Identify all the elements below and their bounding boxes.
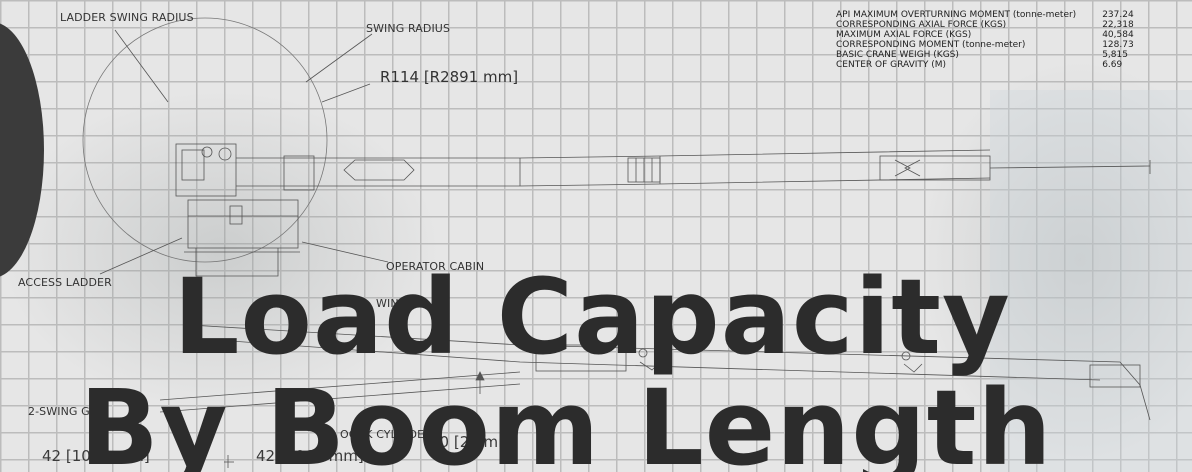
spec-label: BASIC CRANE WEIGH (KGS) [836, 50, 959, 60]
swing-gear-label: 2-SWING GEA [28, 405, 105, 418]
spec-label: CORRESPONDING MOMENT (tonne-meter) [836, 40, 1026, 50]
upper-boom [175, 143, 1151, 197]
leader-lines [99, 29, 389, 275]
spec-row: API MAXIMUM OVERTURNING MOMENT (tonne-me… [836, 10, 1134, 20]
dimension-center-label: 42 [1067 mm] [256, 447, 364, 465]
operator-cabin-label: OPERATOR CABIN [386, 260, 485, 273]
title-line-1: Load Capacity [173, 256, 1011, 378]
spec-row: CENTER OF GRAVITY (M) 6.69 [836, 60, 1134, 70]
radius-value-label: R114 [R2891 mm] [380, 68, 519, 86]
spec-value: 22,318 [1102, 20, 1134, 30]
spec-value: 6.69 [1102, 60, 1123, 70]
swing-radius-circle [82, 17, 328, 263]
partial-dimension-label: 90 [22 mm] [430, 433, 519, 451]
spec-label: MAXIMUM AXIAL FORCE (KGS) [836, 30, 972, 40]
spec-value: 40,584 [1102, 30, 1134, 40]
spec-label: API MAXIMUM OVERTURNING MOMENT (tonne-me… [836, 10, 1077, 20]
shadow-right [920, 60, 1192, 460]
boom-cylinder-label: OOCK CYLINDE [340, 428, 425, 441]
spec-row: CORRESPONDING AXIAL FORCE (KGS) 22,318 [836, 20, 1134, 30]
spec-value: 128.73 [1102, 40, 1134, 50]
title-line-2: By Boom Length [79, 367, 1053, 472]
winch-label: WINCH [376, 297, 415, 310]
dimension-left-label: 42 [1067 mm] [42, 447, 150, 465]
shadow-left [0, 90, 440, 410]
crane-base [184, 199, 300, 277]
lower-boom [159, 324, 1151, 421]
access-ladder-label: ACCESS LADDER [18, 276, 112, 289]
spec-row: MAXIMUM AXIAL FORCE (KGS) 40,584 [836, 30, 1134, 40]
spec-row: CORRESPONDING MOMENT (tonne-meter) 128.73 [836, 40, 1134, 50]
spec-label: CENTER OF GRAVITY (M) [836, 60, 947, 70]
spec-value: 237.24 [1102, 10, 1134, 20]
specifications-table: API MAXIMUM OVERTURNING MOMENT (tonne-me… [836, 10, 1134, 70]
spec-row: BASIC CRANE WEIGH (KGS) 5,815 [836, 50, 1134, 60]
spec-label: CORRESPONDING AXIAL FORCE (KGS) [836, 20, 1007, 30]
ladder-swing-radius-label: LADDER SWING RADIUS [60, 11, 194, 24]
spec-value: 5,815 [1102, 50, 1128, 60]
dark-shape-left [0, 23, 44, 277]
dimension-markers [224, 455, 234, 468]
swing-radius-label: SWING RADIUS [366, 22, 451, 35]
window-patch [990, 90, 1192, 472]
